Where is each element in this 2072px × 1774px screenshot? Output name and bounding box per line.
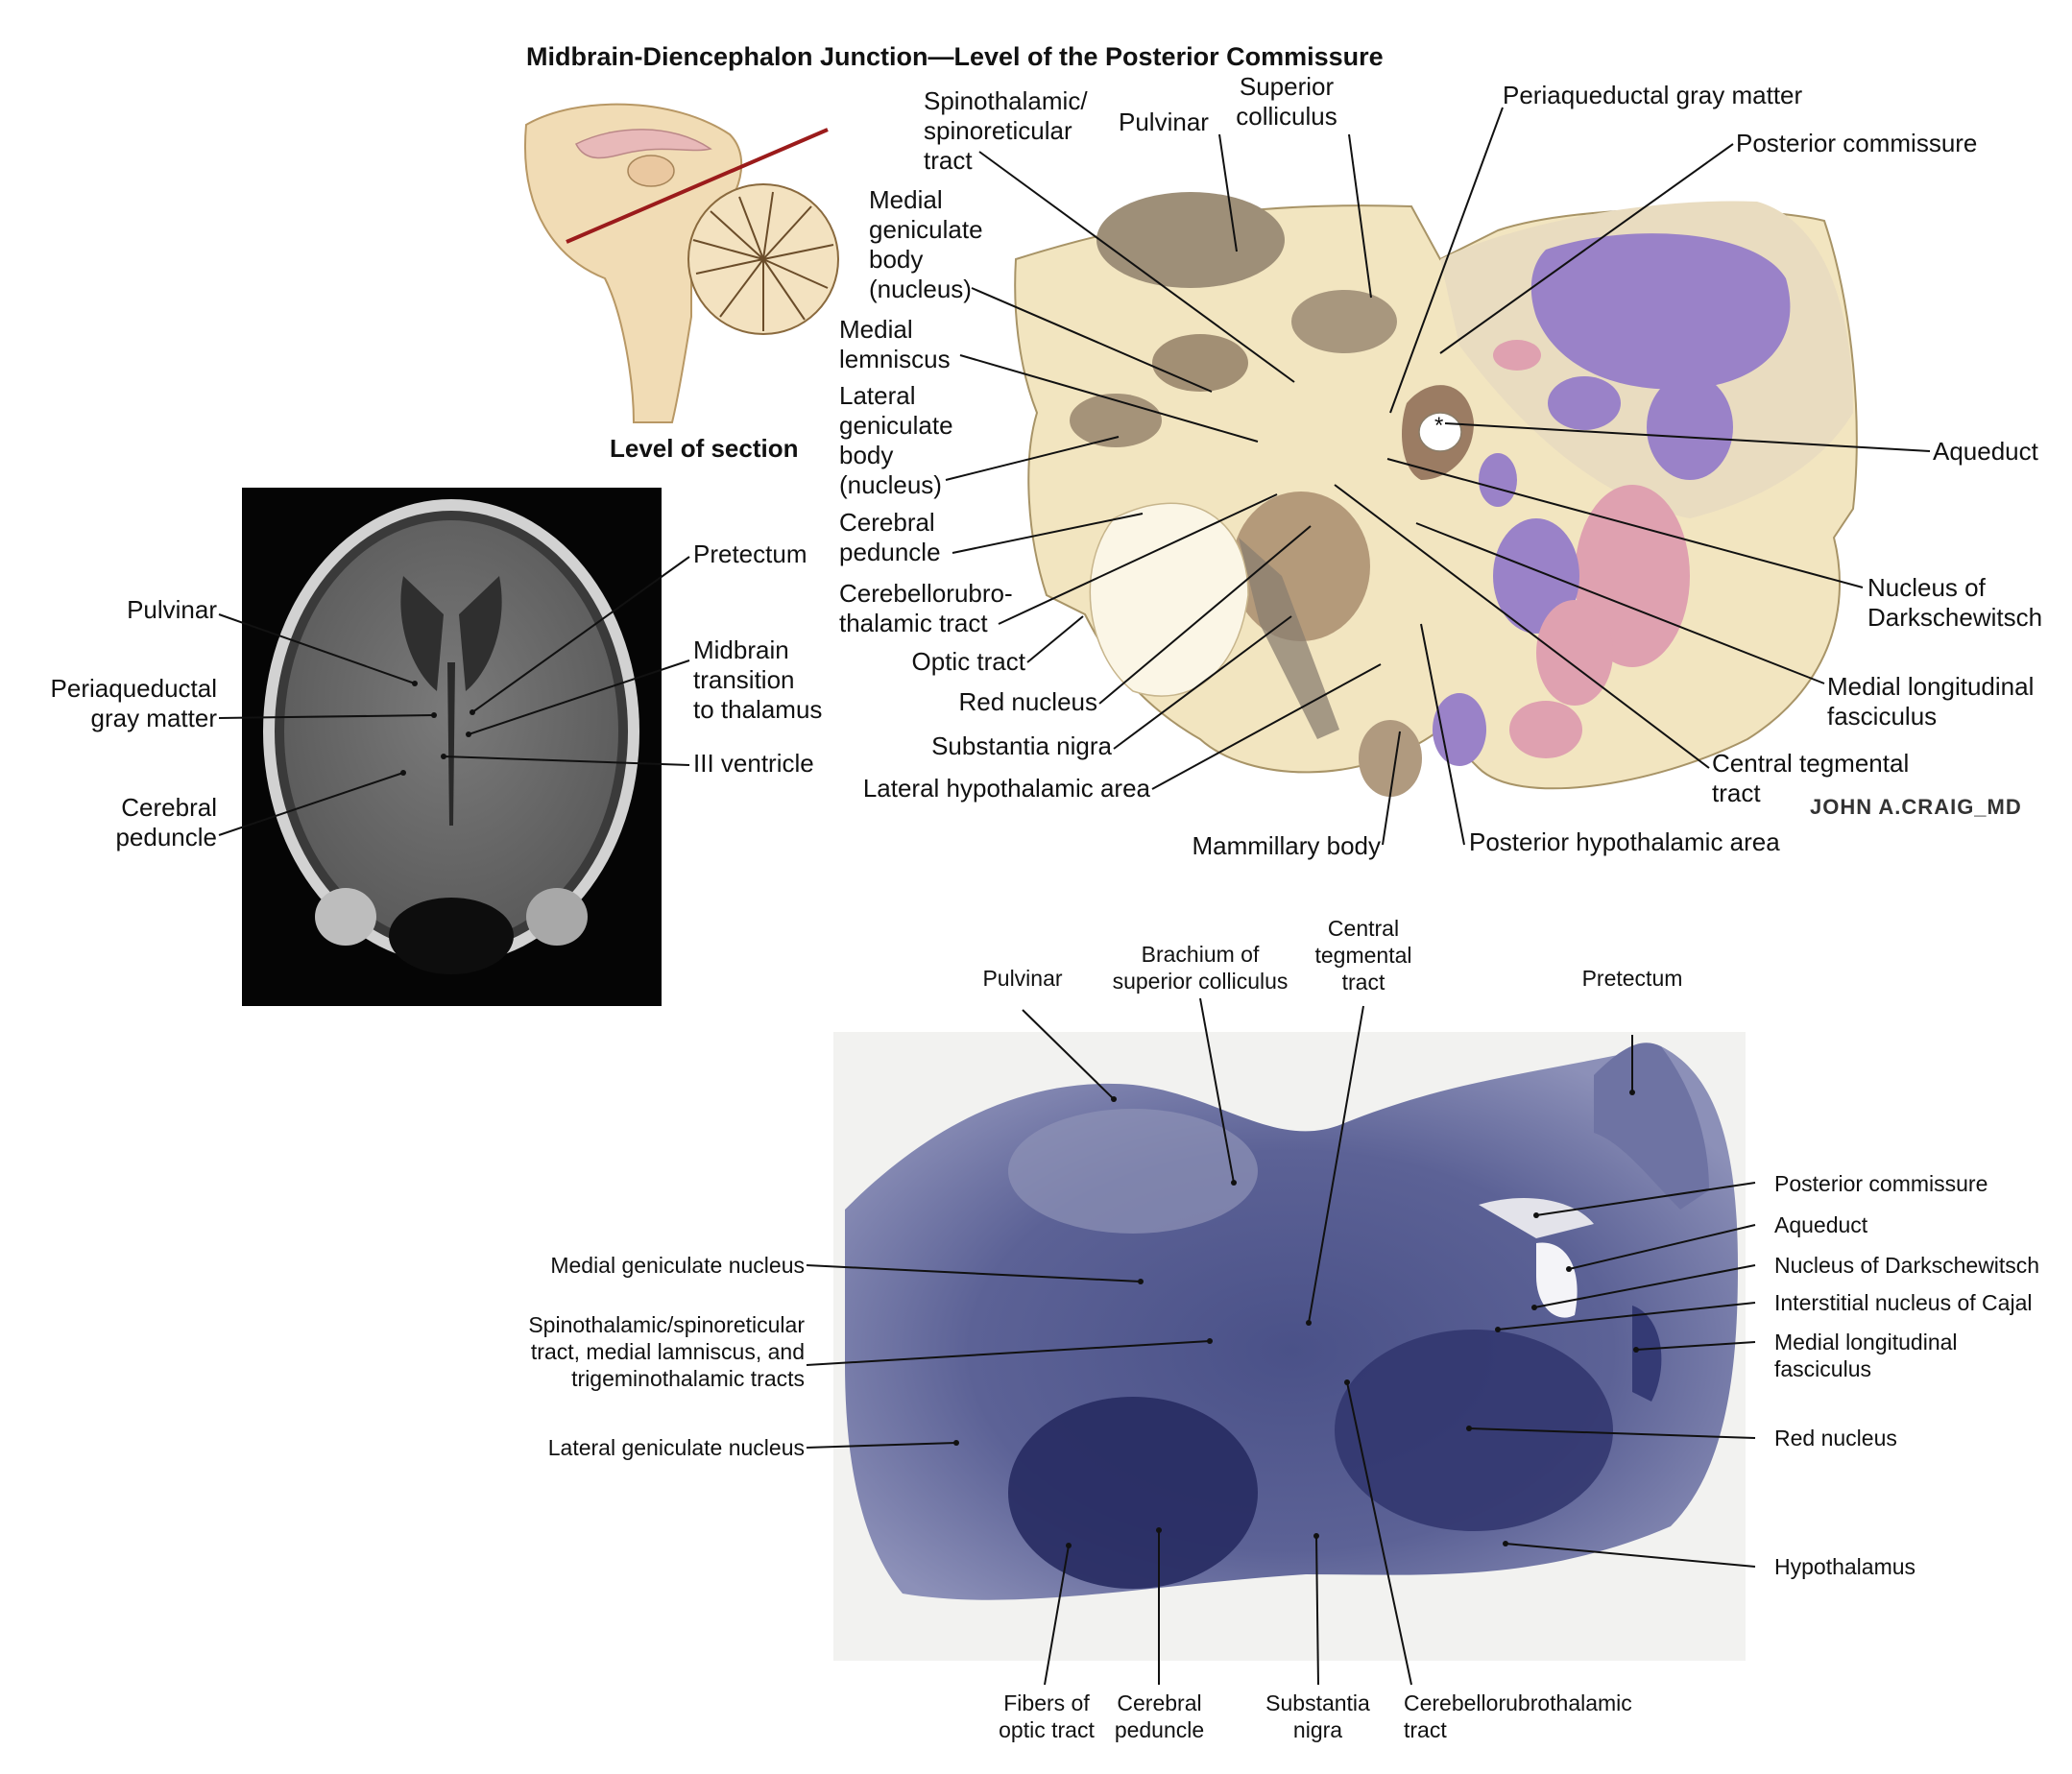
ill-label-pulvinar: Pulvinar [1119, 108, 1209, 136]
ill-label-periaqueductal: Periaqueductal gray matter [1503, 81, 1803, 109]
ill-label-darkschewitsch: Nucleus of Darkschewitsch [1867, 573, 2043, 632]
his-label-pulvinar: Pulvinar [982, 966, 1063, 991]
leader-dots [400, 681, 1639, 1548]
ill-label-aqueduct: Aqueduct [1933, 437, 2038, 466]
ill-label-cerebral-peduncle: Cerebral peduncle [839, 508, 941, 566]
his-label-darkschewitsch: Nucleus of Darkschewitsch [1774, 1253, 2040, 1278]
illustration-cross-section [1014, 192, 1858, 797]
mri-label-iii-ventricle: III ventricle [693, 749, 814, 778]
ill-label-mlf: Medial longitudinal fasciculus [1827, 672, 2035, 731]
mri-label-midbrain-transition: Midbrain transition to thalamus [693, 635, 823, 724]
ill-label-superior-colliculus: Superior colliculus [1236, 72, 1337, 131]
figure-title: Midbrain-Diencephalon Junction—Level of … [526, 42, 1384, 71]
ill-label-posterior-hypothalamic: Posterior hypothalamic area [1469, 827, 1780, 856]
ill-label-red-nucleus: Red nucleus [958, 687, 1097, 716]
ill-label-medial-geniculate: Medial geniculate body (nucleus) [869, 185, 983, 303]
ill-label-medial-lemniscus: Medial lemniscus [839, 315, 951, 373]
his-label-red-nucleus: Red nucleus [1774, 1426, 1897, 1450]
mri-label-pretectum: Pretectum [693, 539, 807, 568]
ill-label-spinothalamic: Spinothalamic/ spinoreticular tract [924, 86, 1088, 175]
his-label-posterior-commissure: Posterior commissure [1774, 1171, 1988, 1196]
ill-label-asterisk: * [1434, 413, 1444, 439]
his-label-medial-geniculate: Medial geniculate nucleus [550, 1253, 805, 1278]
ill-label-lateral-hypothalamic: Lateral hypothalamic area [862, 774, 1150, 803]
ill-label-posterior-commissure: Posterior commissure [1736, 129, 1978, 157]
his-label-spinothalamic: Spinothalamic/spinoreticular tract, medi… [528, 1312, 805, 1391]
mri-axial-image [242, 488, 662, 1006]
ill-label-cerebellorubro: Cerebellorubro- thalamic tract [839, 579, 1013, 637]
his-label-brachium: Brachium of superior colliculus [1112, 942, 1289, 994]
leader-lines [218, 107, 1931, 1686]
mri-label-pulvinar: Pulvinar [127, 595, 217, 624]
his-label-lateral-geniculate: Lateral geniculate nucleus [547, 1435, 805, 1460]
his-label-substantia-nigra: Substantia nigra [1265, 1690, 1370, 1742]
mri-label-cerebral-peduncle: Cerebral peduncle [115, 793, 217, 851]
inset-sagittal-brain [524, 103, 839, 423]
his-label-central-tegmental: Central tegmental tract [1314, 916, 1412, 995]
his-label-mlf: Medial longitudinal fasciculus [1774, 1330, 1958, 1381]
his-label-cerebral-peduncle: Cerebral peduncle [1114, 1690, 1205, 1742]
ill-label-mammillary-body: Mammillary body [1192, 831, 1382, 860]
his-label-hypothalamus: Hypothalamus [1774, 1554, 1916, 1579]
his-label-optic-fibers: Fibers of optic tract [999, 1690, 1095, 1742]
his-label-aqueduct: Aqueduct [1774, 1212, 1868, 1237]
histology-stained-section [833, 1032, 1746, 1661]
mri-label-periaqueductal: Periaqueductal gray matter [50, 674, 217, 732]
ill-label-optic-tract: Optic tract [911, 647, 1025, 676]
his-label-cajal: Interstitial nucleus of Cajal [1774, 1290, 2033, 1315]
inset-caption: Level of section [610, 434, 799, 463]
ill-label-lateral-geniculate: Lateral geniculate body (nucleus) [839, 381, 953, 499]
ill-label-central-tegmental: Central tegmental tract [1712, 749, 1910, 807]
his-label-cerebellorubro: Cerebellorubrothalamic tract [1404, 1690, 1632, 1742]
illustrator-signature: JOHN A.CRAIG_MD [1810, 795, 2022, 819]
his-label-pretectum: Pretectum [1581, 966, 1683, 991]
ill-label-substantia-nigra: Substantia nigra [931, 731, 1112, 760]
